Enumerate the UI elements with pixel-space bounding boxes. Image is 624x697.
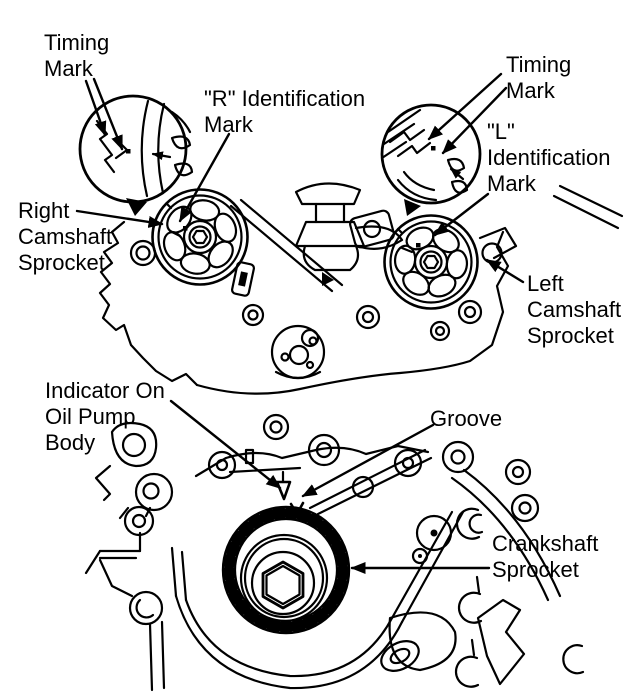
crankshaft-sprocket-drawing (221, 501, 351, 635)
label-r-identification-mark: "R" Identification Mark (204, 86, 365, 138)
leader-arrows (75, 72, 525, 574)
arrow-indicator (169, 399, 282, 490)
label-indicator-on-oil-pump-body: Indicator On Oil Pump Body (45, 378, 165, 456)
label-line: "R" Identification (204, 86, 366, 111)
label-line: Sprocket (527, 323, 614, 348)
label-line: Timing (506, 52, 572, 77)
arrow-timing-mark-left-2 (92, 77, 124, 151)
label-groove: Groove (430, 406, 502, 432)
label-line: Indicator On (45, 378, 165, 403)
label-line: Camshaft (527, 297, 622, 322)
label-line: Timing (44, 30, 110, 55)
left-camshaft-sprocket-drawing (383, 214, 479, 310)
label-line: Mark (506, 78, 555, 103)
arrow-timing-mark-right-1 (427, 72, 503, 141)
label-line: Sprocket (18, 250, 105, 275)
label-line: "L" (487, 119, 515, 144)
label-left-camshaft-sprocket: Left Camshaft Sprocket (527, 271, 621, 349)
left-timing-mark-magnifier (78, 94, 194, 216)
arrow-timing-mark-right-2 (441, 86, 508, 155)
label-line: Body (45, 430, 96, 455)
label-line: Sprocket (492, 557, 579, 582)
label-line: Identification (487, 145, 611, 170)
arrow-r-identification (178, 132, 231, 223)
label-right-camshaft-sprocket: Right Camshaft Sprocket (18, 198, 112, 276)
label-timing-mark-left: Timing Mark (44, 30, 109, 82)
label-line: Right (18, 198, 70, 223)
label-line: Left (527, 271, 564, 296)
label-crankshaft-sprocket: Crankshaft Sprocket (492, 531, 598, 583)
engine-front-outline (98, 182, 624, 395)
label-line: Oil Pump (45, 404, 136, 429)
label-line: Camshaft (18, 224, 113, 249)
oil-pump-body-outline (84, 413, 585, 692)
arrow-right-camshaft (75, 209, 164, 228)
indicator-pointer-drawing (275, 470, 292, 501)
arrow-groove (301, 423, 435, 498)
label-timing-mark-right: Timing Mark (506, 52, 571, 104)
label-line: Crankshaft (492, 531, 599, 556)
arrow-left-camshaft (485, 258, 525, 284)
label-line: Groove (430, 406, 503, 431)
right-timing-mark-magnifier (380, 103, 482, 216)
label-line: Mark (487, 171, 536, 196)
label-line: Mark (44, 56, 93, 81)
label-line: Mark (204, 112, 253, 137)
arrow-l-identification (433, 192, 490, 237)
arrow-timing-mark-left-1 (84, 79, 107, 137)
label-l-identification-mark: "L" Identification Mark (487, 119, 611, 197)
right-camshaft-sprocket-drawing (151, 188, 249, 286)
